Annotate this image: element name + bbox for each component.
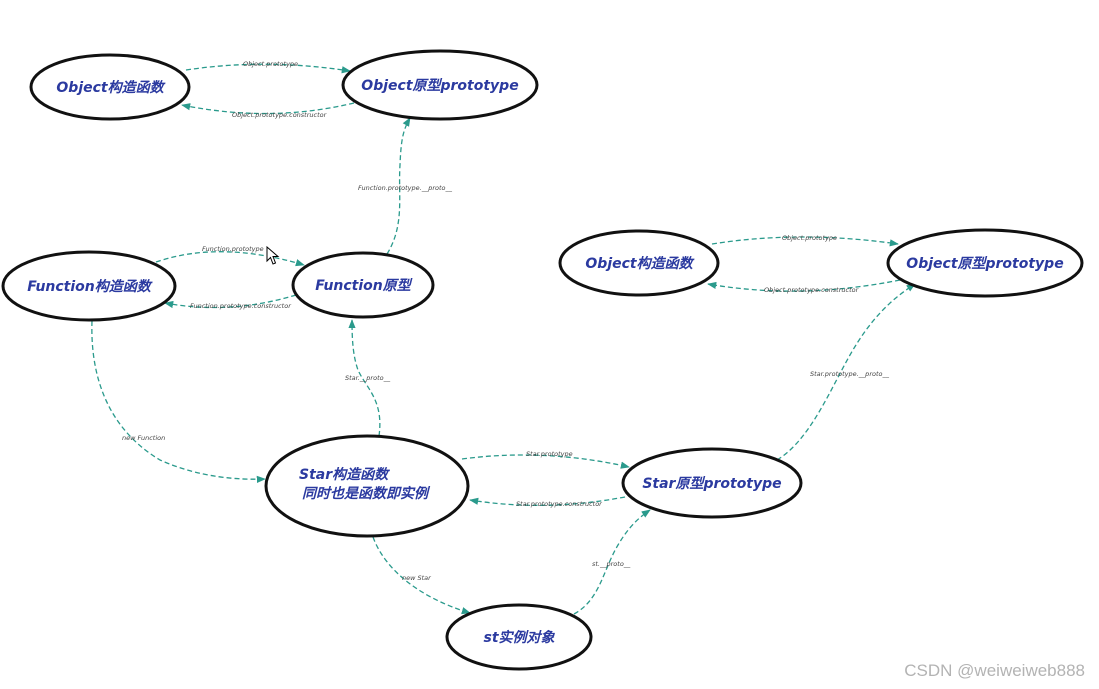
edge-function-prototype: Function.prototype (155, 245, 305, 267)
node-label: Object构造函数 (56, 79, 165, 96)
edge-object-prototype-constructor-2: Object.prototype.constructor (707, 279, 901, 294)
node-label: Function构造函数 (27, 278, 153, 295)
edge-label: Star.prototype.constructor (516, 500, 603, 508)
edge-label: new Function (122, 434, 165, 442)
node-label: st实例对象 (483, 629, 555, 646)
edge-label: Object.prototype (243, 60, 298, 68)
node-label: Star构造函数 (299, 466, 390, 483)
edge-label: Star.__proto__ (345, 374, 391, 382)
edge-label: Object.prototype.constructor (764, 286, 860, 294)
node-label: Object原型prototype (361, 78, 518, 94)
edge-label: new Star (402, 574, 432, 582)
node-object-prototype-2: Object原型prototype (886, 228, 1084, 298)
node-object-prototype-1: Object原型prototype (341, 49, 539, 121)
edge-label: Object.prototype (782, 234, 837, 242)
edge-star-prototype-proto: Star.prototype.__proto__ (776, 283, 916, 461)
node-label: 同时也是函数即实例 (302, 485, 431, 502)
node-star-constructor: Star构造函数 同时也是函数即实例 (264, 434, 470, 538)
edge-object-prototype-1: Object.prototype (185, 60, 351, 74)
node-object-constructor-1: Object构造函数 (29, 53, 191, 121)
nodes: Object构造函数 Object原型prototype Function构造函… (1, 49, 1084, 671)
node-function-constructor: Function构造函数 (1, 250, 177, 322)
edge-label: Object.prototype.constructor (232, 111, 328, 119)
edge-object-prototype-2: Object.prototype (711, 234, 899, 247)
edge-function-prototype-constructor: Function.prototype.constructor (164, 294, 297, 310)
edge-label: Star.prototype (526, 450, 573, 458)
edge-star-prototype: Star.prototype (461, 450, 630, 469)
node-label: Star原型prototype (642, 476, 781, 492)
edge-label: Star.prototype.__proto__ (810, 370, 890, 378)
mouse-cursor-icon (266, 246, 280, 265)
edge-object-prototype-constructor-1: Object.prototype.constructor (181, 102, 355, 119)
node-st-instance: st实例对象 (445, 603, 593, 671)
node-label: Object构造函数 (585, 255, 694, 272)
edge-new-function: new Function (91, 320, 266, 483)
edges: Object.prototype Object.prototype.constr… (91, 60, 916, 615)
node-label: Function原型 (315, 278, 413, 294)
node-star-prototype: Star原型prototype (621, 447, 803, 519)
edge-st-proto: st.__proto__ (573, 509, 651, 615)
edge-label: Function.prototype.__proto__ (358, 184, 453, 192)
edge-label: Function.prototype (202, 245, 264, 253)
edge-star-proto: Star.__proto__ (345, 319, 391, 437)
node-object-constructor-2: Object构造函数 (558, 229, 720, 297)
node-label: Object原型prototype (906, 256, 1063, 272)
node-function-prototype: Function原型 (291, 251, 435, 319)
edge-label: st.__proto__ (592, 560, 631, 568)
edge-label: Function.prototype.constructor (190, 302, 292, 310)
edge-function-prototype-proto: Function.prototype.__proto__ (358, 117, 453, 255)
watermark: CSDN @weiweiweb888 (904, 661, 1085, 680)
edge-new-star: new Star (372, 536, 471, 615)
edge-star-prototype-constructor: Star.prototype.constructor (469, 496, 626, 508)
